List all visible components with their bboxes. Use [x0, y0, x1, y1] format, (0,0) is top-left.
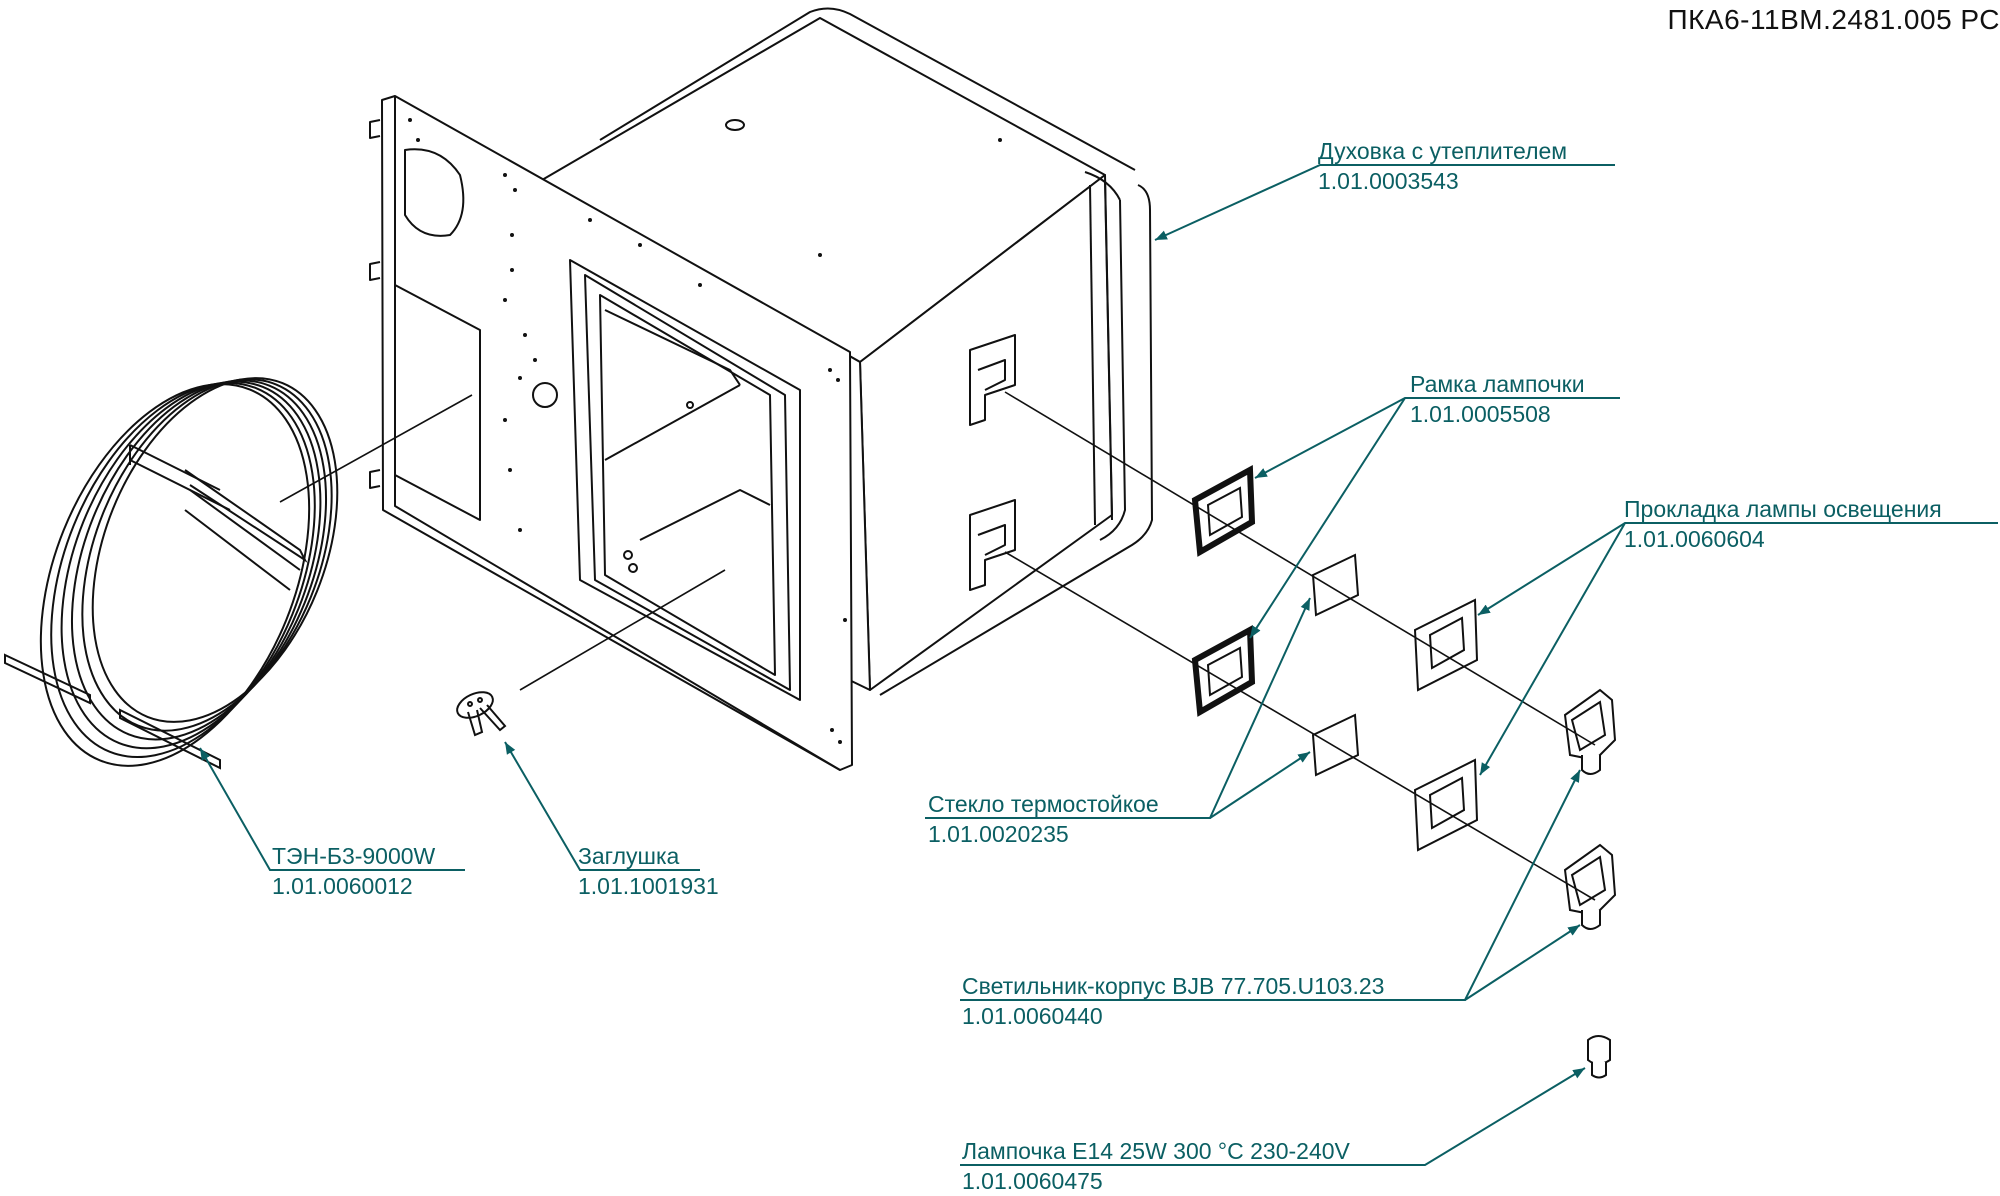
callout-lamp-frame-name: Рамка лампочки [1410, 369, 1585, 399]
callout-lamp-housing-code: 1.01.0060440 [962, 1001, 1384, 1031]
callout-lamp-gasket: Прокладка лампы освещения 1.01.0060604 [1624, 494, 1942, 554]
callout-heater: ТЭН-Б3-9000W 1.01.0060012 [272, 841, 435, 901]
callout-lamp-housing-name: Светильник-корпус BJB 77.705.U103.23 [962, 971, 1384, 1001]
callout-oven-code: 1.01.0003543 [1318, 166, 1567, 196]
lamp-bulb [1588, 1036, 1610, 1078]
callout-plug-code: 1.01.1001931 [578, 871, 719, 901]
callout-bulb-code: 1.01.0060475 [962, 1166, 1350, 1196]
lamp-frames [1195, 470, 1252, 712]
document-number: ПКА6-11ВМ.2481.005 РС [1668, 4, 2000, 36]
callout-lamp-gasket-code: 1.01.0060604 [1624, 524, 1942, 554]
callout-plug-name: Заглушка [578, 841, 719, 871]
callout-heater-code: 1.01.0060012 [272, 871, 435, 901]
glass-panes [1313, 555, 1358, 775]
callout-lamp-gasket-name: Прокладка лампы освещения [1624, 494, 1942, 524]
plug-part [453, 687, 505, 735]
callout-lamp-frame: Рамка лампочки 1.01.0005508 [1410, 369, 1585, 429]
callout-lamp-housing: Светильник-корпус BJB 77.705.U103.23 1.0… [962, 971, 1384, 1031]
callout-glass-code: 1.01.0020235 [928, 819, 1159, 849]
lamp-housings [1565, 690, 1615, 929]
callout-heater-name: ТЭН-Б3-9000W [272, 841, 435, 871]
callout-plug: Заглушка 1.01.1001931 [578, 841, 719, 901]
callout-bulb-name: Лампочка Е14 25W 300 °C 230-240V [962, 1136, 1350, 1166]
callout-oven-name: Духовка с утеплителем [1318, 136, 1567, 166]
heating-element-coil [0, 342, 384, 805]
callout-bulb: Лампочка Е14 25W 300 °C 230-240V 1.01.00… [962, 1136, 1350, 1196]
callout-oven: Духовка с утеплителем 1.01.0003543 [1318, 136, 1567, 196]
callout-glass: Стекло термостойкое 1.01.0020235 [928, 789, 1159, 849]
callout-glass-name: Стекло термостойкое [928, 789, 1159, 819]
callout-lamp-frame-code: 1.01.0005508 [1410, 399, 1585, 429]
